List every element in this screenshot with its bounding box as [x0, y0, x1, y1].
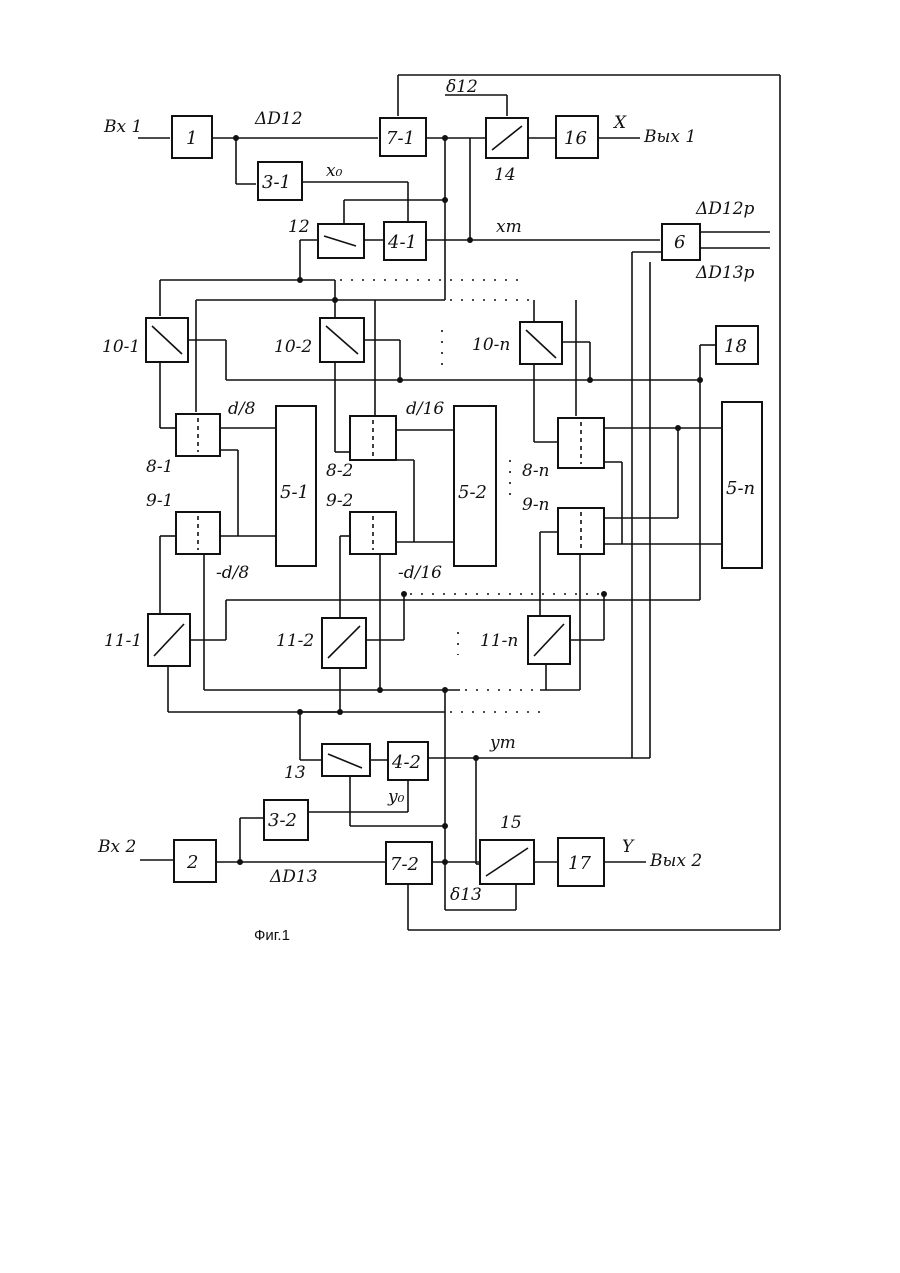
block-6-label: 6 — [674, 232, 685, 253]
input-2-label: Вх 2 — [97, 837, 136, 857]
block-4-1-label: 4-1 — [387, 232, 417, 253]
switch-8-2-label: 8-2 — [326, 461, 353, 481]
output-1-label: Вых 1 — [643, 127, 696, 147]
switch-13 — [322, 744, 370, 776]
signal-d16: d/16 — [406, 399, 444, 419]
signal-xT: xт — [496, 217, 522, 237]
switch-11-1-label: 11-1 — [104, 631, 142, 651]
block-4-2-label: 4-2 — [391, 752, 421, 773]
switch-11-n-label: 11-n — [480, 631, 518, 651]
switch-15-label: 15 — [500, 813, 522, 833]
signal-y0: y₀ — [387, 787, 405, 807]
switch-8-n-label: 8-n — [522, 461, 550, 481]
signal-dD12p: ΔD12р — [695, 199, 755, 219]
signal-minus-d8: -d/8 — [216, 563, 249, 583]
signal-dD12: ΔD12 — [254, 109, 303, 129]
block-18-label: 18 — [724, 336, 747, 357]
switch-11-2-label: 11-2 — [276, 631, 314, 651]
switch-10-1-label: 10-1 — [102, 337, 140, 357]
signal-minus-d16: -d/16 — [398, 563, 442, 583]
switch-9-n-label: 9-n — [522, 495, 550, 515]
switch-12-label: 12 — [288, 217, 310, 237]
switch-14-label: 14 — [494, 165, 516, 185]
block-1-label: 1 — [186, 128, 197, 149]
output-y-label: Y — [622, 837, 635, 857]
block-16-label: 16 — [564, 128, 587, 149]
switch-10-2-label: 10-2 — [274, 337, 312, 357]
block-2-label: 2 — [186, 852, 198, 873]
output-x-label: X — [612, 113, 627, 133]
block-7-2-label: 7-2 — [390, 854, 419, 875]
block-3-2-label: 3-2 — [268, 810, 297, 831]
switch-9-2-label: 9-2 — [326, 491, 353, 511]
switch-9-1-label: 9-1 — [146, 491, 173, 511]
block-5-2-label: 5-2 — [458, 482, 487, 503]
switch-10-n-label: 10-n — [472, 335, 510, 355]
block-3-1-label: 3-1 — [262, 172, 291, 193]
signal-dD13p: ΔD13р — [695, 263, 755, 283]
signal-d12: δ12 — [446, 77, 478, 97]
switch-8-1-label: 8-1 — [146, 457, 173, 477]
switch-13-label: 13 — [284, 763, 306, 783]
signal-dD13: ΔD13 — [269, 867, 318, 887]
signal-d8: d/8 — [228, 399, 256, 419]
signal-yT: yт — [489, 733, 516, 753]
signal-d13: δ13 — [450, 885, 482, 905]
input-1-label: Вх 1 — [103, 117, 142, 137]
output-2-label: Вых 2 — [649, 851, 702, 871]
block-7-1-label: 7-1 — [386, 128, 415, 149]
block-17-label: 17 — [568, 853, 591, 874]
block-5-n-label: 5-n — [726, 478, 755, 499]
figure-caption: Фиг.1 — [254, 927, 290, 944]
block-5-1-label: 5-1 — [280, 482, 309, 503]
signal-x0: x₀ — [326, 161, 343, 181]
